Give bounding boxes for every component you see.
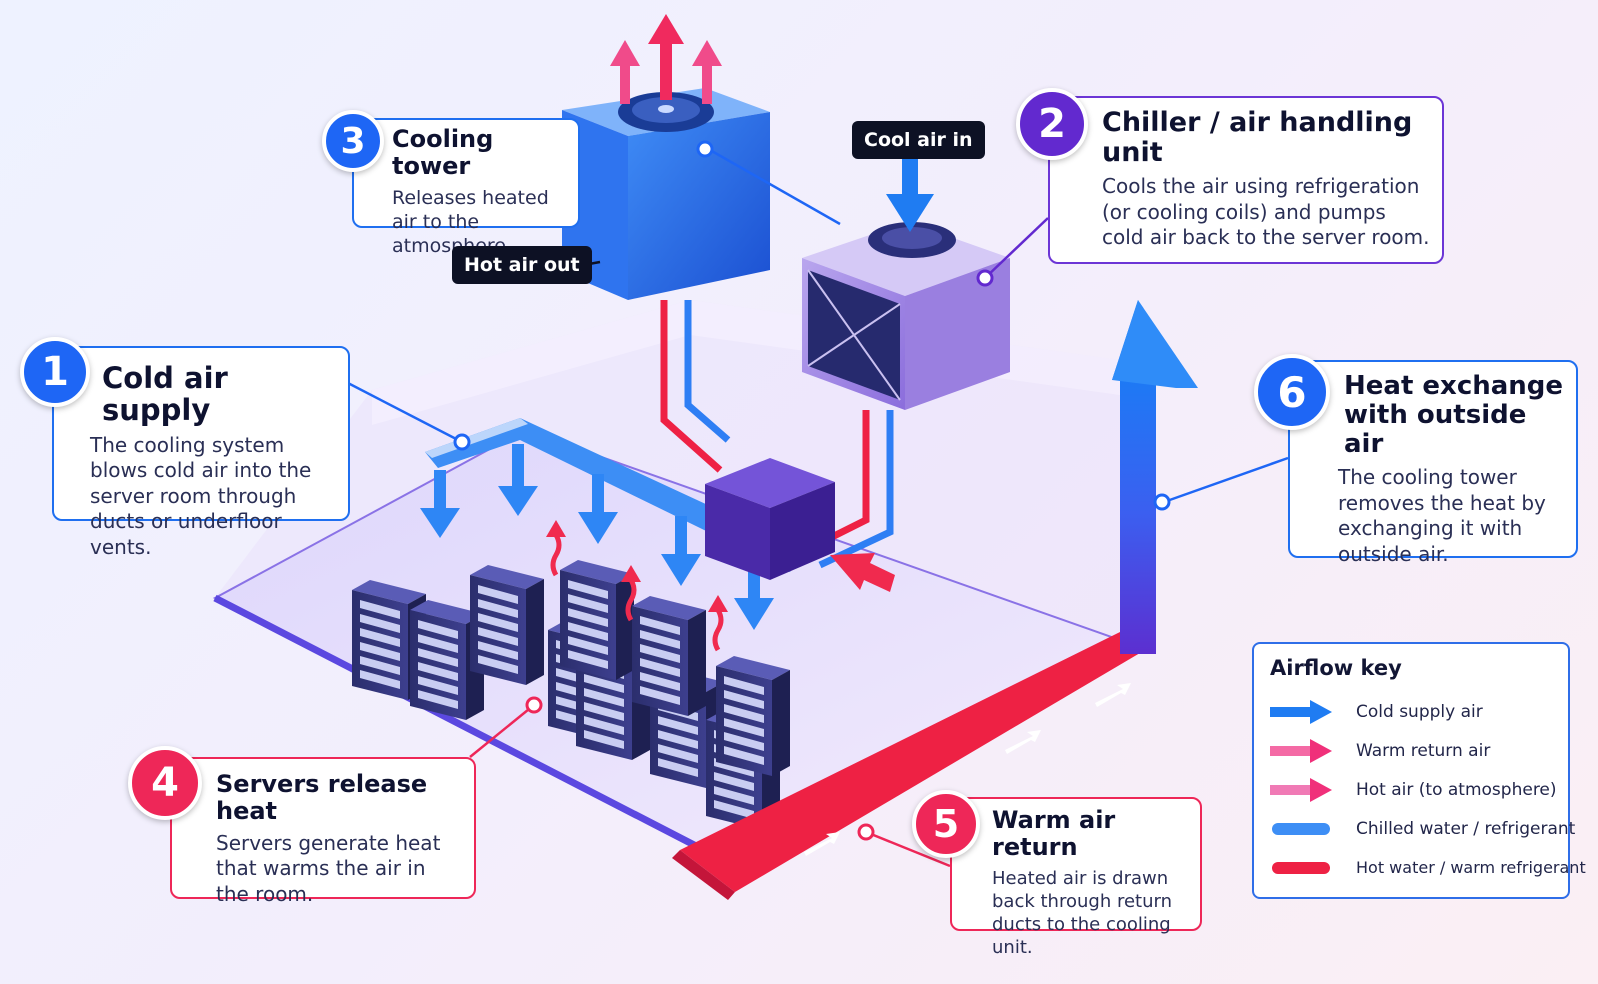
callout-cooling-tower: Cooling tower Releases heated air to the… — [352, 118, 580, 257]
callout-heat-exchange: Heat exchange with outside air The cooli… — [1288, 360, 1578, 566]
hot-air-out-tag: Hot air out — [452, 246, 592, 284]
warm-return-arrow — [830, 553, 895, 592]
badge-2: 2 — [1016, 88, 1088, 160]
cold-air-down-arrows — [420, 444, 774, 630]
callout-cold-air-supply: Cold air supply The cooling system blows… — [52, 346, 350, 559]
key-label: Hot water / warm refrigerant — [1356, 858, 1586, 877]
callout-title: Servers release heat — [216, 770, 428, 825]
callout-servers-release-heat: Servers release heat Servers generate he… — [170, 757, 476, 906]
callout-title: Cold air supply — [102, 361, 228, 428]
callout-title: Warm air return — [992, 806, 1116, 861]
key-label: Hot air (to atmosphere) — [1356, 779, 1557, 800]
callout-title: Heat exchange with outside air — [1344, 371, 1564, 460]
hot-air-arrows — [610, 14, 722, 104]
pink-arrow-icon — [1270, 738, 1332, 763]
key-row: Hot air (to atmosphere) — [1270, 770, 1557, 809]
callout-title: Cooling tower — [392, 125, 494, 180]
warm-return-duct — [680, 632, 1145, 892]
callout-text: Releases heated air to the atmosphere. — [392, 186, 549, 257]
cool-air-in-arrow — [886, 158, 934, 232]
magenta-arrow-icon — [1270, 777, 1332, 802]
key-label: Warm return air — [1356, 740, 1491, 761]
red-line-icon — [1272, 861, 1330, 874]
callout-title: Chiller / air handling unit — [1102, 107, 1413, 169]
vertical-exchange-duct — [1120, 372, 1156, 654]
callout-text: Cools the air using refrigeration (or co… — [1102, 174, 1430, 250]
key-row: Hot water / warm refrigerant — [1270, 848, 1586, 887]
heat-rising-arrows — [550, 533, 724, 652]
badge-5: 5 — [912, 790, 980, 858]
cooling-tower — [562, 88, 770, 300]
callout-warm-air-return: Warm air return Heated air is drawn back… — [950, 797, 1202, 958]
key-row: Warm return air — [1270, 731, 1552, 770]
callout-text: The cooling tower removes the heat by ex… — [1338, 465, 1546, 566]
hot-water-pipe — [660, 300, 723, 473]
airflow-key-title: Airflow key — [1270, 656, 1402, 680]
chilled-water-pipe — [684, 300, 731, 443]
server-rack — [560, 560, 634, 680]
leader-dots — [453, 140, 1171, 841]
chilled-water-pipe — [818, 410, 894, 569]
key-row: Cold supply air — [1270, 692, 1552, 731]
callout-text: Servers generate heat that warms the air… — [216, 830, 441, 906]
callout-text: The cooling system blows cold air into t… — [90, 432, 312, 559]
blue-line-icon — [1272, 822, 1330, 835]
badge-1: 1 — [20, 337, 90, 407]
server-rack — [632, 596, 706, 716]
badge-4: 4 — [128, 746, 202, 820]
vertical-duct-arrowhead-face — [1112, 300, 1198, 388]
key-label: Chilled water / refrigerant — [1356, 818, 1576, 839]
callout-chiller: Chiller / air handling unit Cools the ai… — [1048, 96, 1444, 264]
chiller-unit — [802, 222, 1010, 410]
callout-text: Heated air is drawn back through return … — [992, 867, 1172, 958]
key-row: Chilled water / refrigerant — [1270, 809, 1575, 848]
airflow-key: Airflow key Cold supply air Warm return … — [1252, 642, 1586, 899]
server-rack — [716, 656, 790, 776]
heat-arrowheads — [546, 520, 728, 612]
blue-arrow-icon — [1270, 699, 1332, 724]
floor-edge — [213, 594, 702, 852]
server-rack — [470, 565, 544, 685]
warm-return-duct-edge — [672, 850, 735, 900]
return-duct-arrows — [804, 683, 1131, 856]
server-racks — [352, 560, 790, 830]
badge-6: 6 — [1254, 354, 1330, 430]
cool-air-in-tag: Cool air in — [852, 121, 985, 159]
badge-3: 3 — [322, 110, 384, 172]
key-label: Cold supply air — [1356, 701, 1483, 722]
air-handler-box — [705, 458, 835, 580]
leader-lines — [345, 148, 1289, 868]
